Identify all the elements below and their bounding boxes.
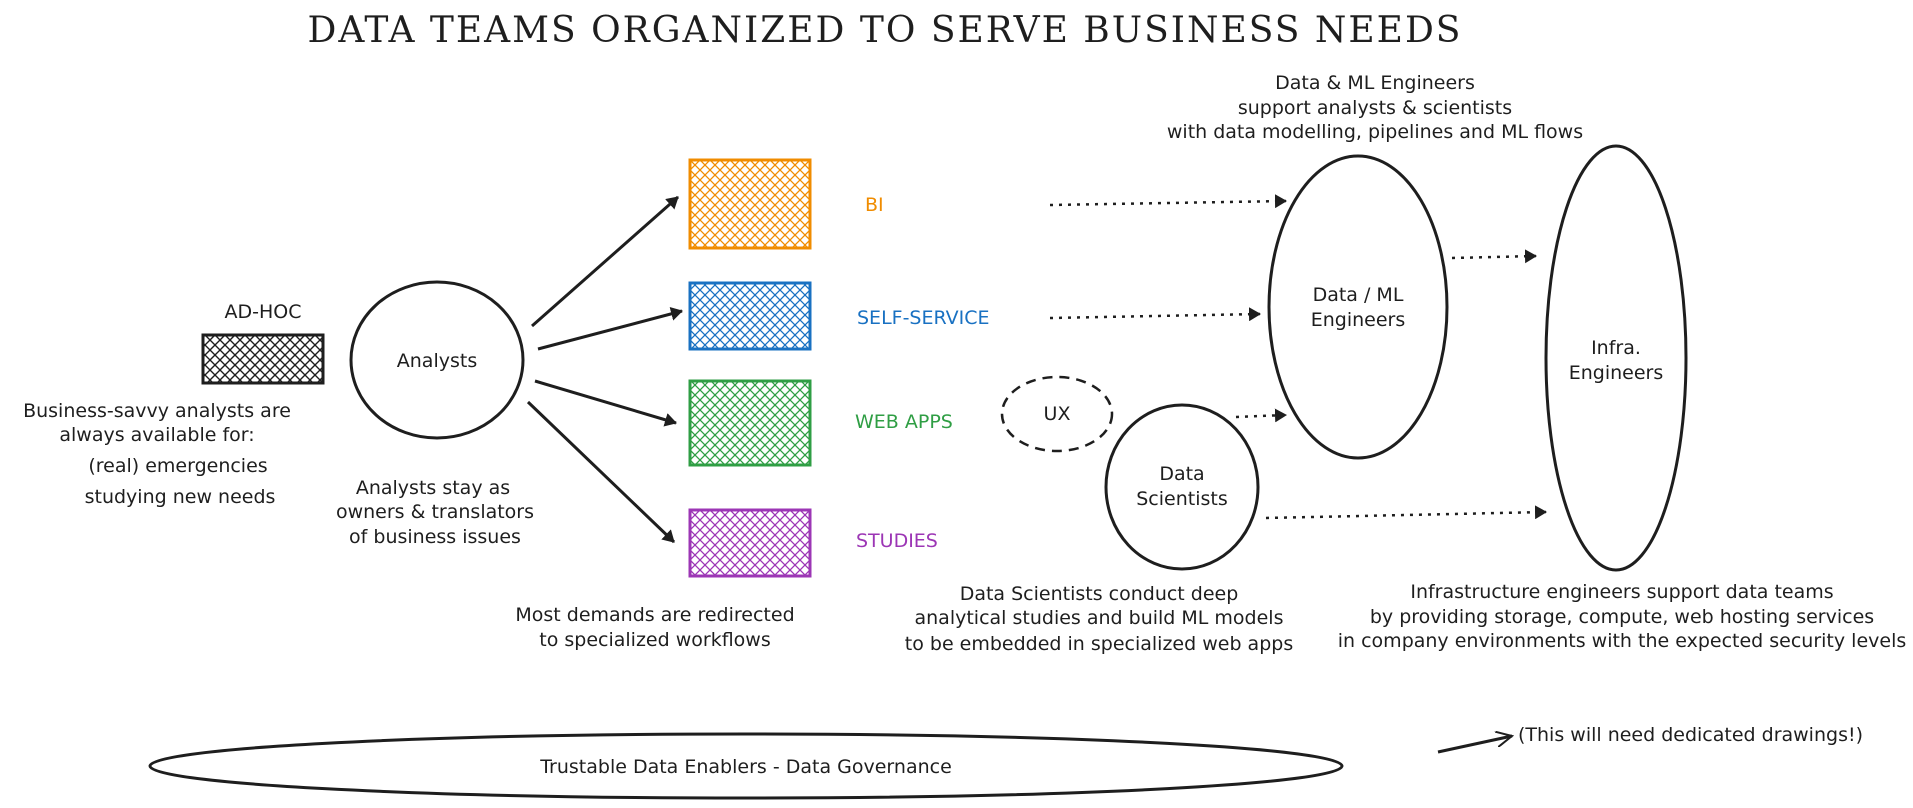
workflows-note-line: Most demands are redirected xyxy=(515,604,794,626)
bi-label: BI xyxy=(865,194,884,216)
diagram-title: DATA TEAMS ORGANIZED TO SERVE BUSINESS N… xyxy=(308,10,1463,51)
governance-label: Trustable Data Enablers - Data Governanc… xyxy=(539,756,952,778)
studies-label: STUDIES xyxy=(856,530,938,552)
data-ml-engineers-note-line: Data & ML Engineers xyxy=(1275,72,1475,94)
ux-ellipse xyxy=(1000,375,1114,453)
governance-note-arrow xyxy=(1437,736,1512,754)
bi-box xyxy=(688,158,812,250)
infra-engineers-note: Infrastructure engineers support data te… xyxy=(1338,581,1907,652)
analysts-note-line: Analysts stay as xyxy=(356,477,510,499)
web-apps-box xyxy=(688,379,812,467)
studies-box xyxy=(688,508,812,578)
dotted-arrow-data-ml-to-infra xyxy=(1451,249,1537,264)
infra-engineers-note-line: in company environments with the expecte… xyxy=(1338,630,1907,652)
adhoc-note-line: studying new needs xyxy=(85,486,276,508)
data-ml-engineers-ellipse xyxy=(1267,154,1449,460)
dotted-arrow-data-scientists-to-data-ml xyxy=(1235,408,1287,423)
analysts-circle xyxy=(349,280,525,440)
adhoc-label: AD-HOC xyxy=(225,301,302,323)
analysts-label: Analysts xyxy=(397,350,477,372)
arrow-to-self-service xyxy=(537,307,683,351)
adhoc-note: Business-savvy analysts are always avail… xyxy=(23,400,291,508)
data-ml-engineers-note-line: support analysts & scientists xyxy=(1238,97,1512,119)
workflows-note-line: to specialized workflows xyxy=(539,629,770,651)
analysts-note-line: owners & translators xyxy=(336,501,534,523)
data-scientists-circle xyxy=(1104,403,1260,571)
adhoc-note-line: (real) emergencies xyxy=(88,455,267,477)
web-apps-label: WEB APPS xyxy=(855,411,953,433)
ux-label: UX xyxy=(1044,403,1071,425)
dotted-arrow-bi-to-data-ml xyxy=(1049,194,1287,209)
workflows-note: Most demands are redirected to specializ… xyxy=(515,604,794,651)
arrow-to-studies xyxy=(526,400,676,544)
data-ml-engineers-note: Data & ML Engineers support analysts & s… xyxy=(1167,72,1583,143)
arrow-to-bi xyxy=(531,195,679,328)
infra-engineers-note-line: by providing storage, compute, web hosti… xyxy=(1370,606,1874,628)
adhoc-note-line: always available for: xyxy=(59,424,254,446)
arrow-to-web-apps xyxy=(534,379,677,427)
infra-engineers-ellipse xyxy=(1544,144,1688,572)
data-ml-engineers-label: Data / ML xyxy=(1313,284,1404,306)
data-scientists-label: Scientists xyxy=(1136,488,1228,510)
analysts-note-line: of business issues xyxy=(349,526,521,548)
data-scientists-note-line: to be embedded in specialized web apps xyxy=(905,633,1293,655)
governance-note: (This will need dedicated drawings!) xyxy=(1518,724,1863,746)
data-scientists-note-line: analytical studies and build ML models xyxy=(915,607,1284,629)
data-scientists-note-line: Data Scientists conduct deep xyxy=(960,583,1239,605)
dotted-arrow-data-scientists-to-infra xyxy=(1265,505,1547,520)
adhoc-box xyxy=(201,333,325,385)
infra-engineers-label: Infra. xyxy=(1591,337,1641,359)
data-scientists-label: Data xyxy=(1159,463,1204,485)
self-service-box xyxy=(688,281,812,351)
self-service-label: SELF-SERVICE xyxy=(857,307,990,329)
data-ml-engineers-label: Engineers xyxy=(1311,309,1406,331)
governance-ellipse xyxy=(148,732,1344,800)
data-scientists-note: Data Scientists conduct deep analytical … xyxy=(905,583,1293,655)
analysts-note: Analysts stay as owners & translators of… xyxy=(336,477,534,548)
dotted-arrow-self-service-to-data-ml xyxy=(1049,307,1261,322)
infra-engineers-note-line: Infrastructure engineers support data te… xyxy=(1410,581,1833,603)
data-ml-engineers-note-line: with data modelling, pipelines and ML fl… xyxy=(1167,121,1583,143)
infra-engineers-label: Engineers xyxy=(1569,362,1664,384)
adhoc-note-line: Business-savvy analysts are xyxy=(23,400,291,422)
